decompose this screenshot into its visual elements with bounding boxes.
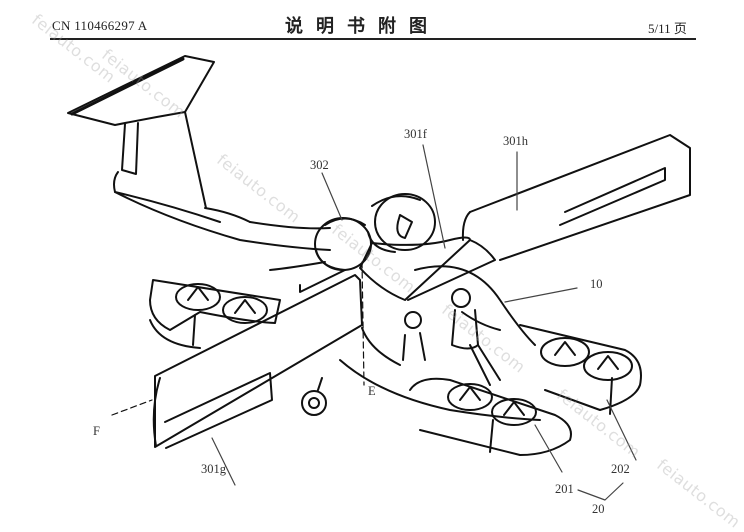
label-20: 20: [592, 502, 605, 516]
label-301h: 301h: [503, 134, 528, 148]
label-301g: 301g: [201, 462, 226, 476]
page-title: 说明书附图: [285, 16, 440, 37]
patent-number: CN 110466297 A: [52, 18, 148, 33]
label-F: F: [93, 424, 100, 438]
label-10: 10: [590, 277, 603, 291]
landing-wheel: [301, 377, 327, 416]
fuselage: [114, 191, 541, 421]
right-pontoons-20: [409, 324, 642, 456]
label-301f: 301f: [404, 127, 427, 141]
label-201: 201: [555, 482, 574, 496]
page-number: 5/11 页: [648, 21, 687, 36]
left-pontoon: [149, 279, 281, 349]
wing-301f: [359, 236, 496, 301]
tail-assembly: [67, 55, 251, 223]
axis-lines: [111, 261, 365, 416]
wing-301h: [461, 134, 691, 261]
ducted-fans-302: [314, 193, 436, 271]
leader-lines: [211, 144, 637, 501]
label-202: 202: [611, 462, 630, 476]
label-302: 302: [310, 158, 329, 172]
label-E: E: [368, 384, 376, 398]
cabin-occupants: [402, 265, 536, 386]
wing-301g: [152, 274, 363, 449]
header-rule: [50, 38, 696, 40]
